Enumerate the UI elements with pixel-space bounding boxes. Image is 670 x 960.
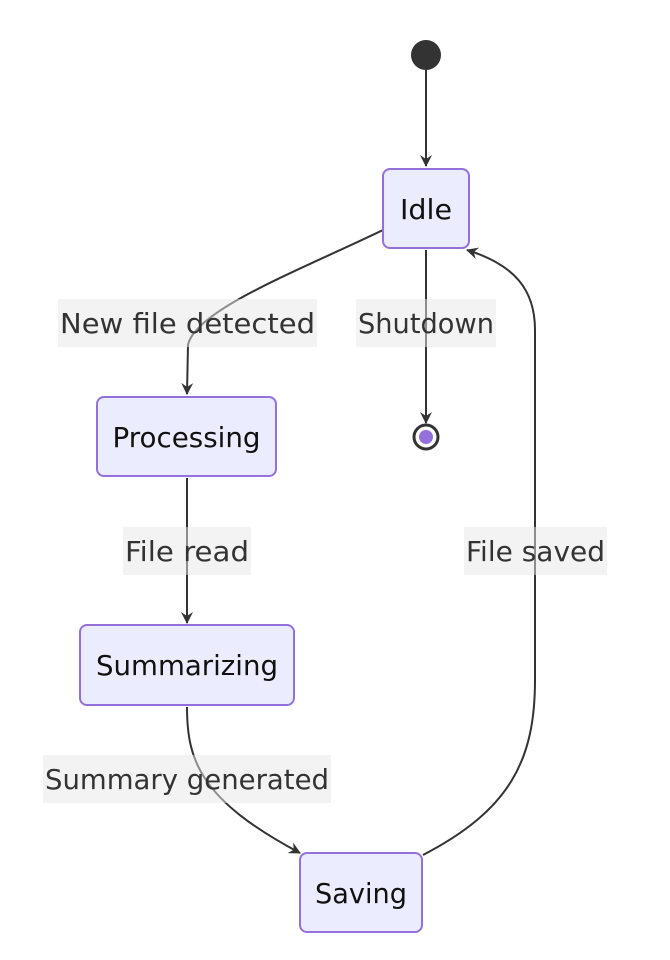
edge-label-file-saved-bg xyxy=(464,527,607,575)
state-saving: Saving xyxy=(299,852,423,933)
edge-label-new-file: New file detected xyxy=(58,299,317,347)
state-processing-box xyxy=(96,396,277,477)
edge-label-new-file-bg xyxy=(58,299,317,347)
edge-label-file-read: File read xyxy=(123,527,251,575)
edge-label-file-read-bg xyxy=(123,527,251,575)
state-summarizing-label: Summarizing xyxy=(96,649,278,682)
edge-label-summary-generated-text: Summary generated xyxy=(45,763,329,796)
start-node xyxy=(411,40,441,70)
state-saving-box xyxy=(299,852,423,933)
state-idle-label: Idle xyxy=(400,193,452,226)
edge-label-file-saved: File saved xyxy=(464,527,607,575)
edge-label-summary-generated-bg xyxy=(43,755,331,803)
state-processing-label: Processing xyxy=(113,421,261,454)
edge-label-new-file-text: New file detected xyxy=(60,307,315,340)
edge-saving-to-idle xyxy=(422,247,536,856)
edge-label-shutdown-text: Shutdown xyxy=(358,307,494,340)
state-idle-box xyxy=(382,168,470,249)
edge-label-shutdown-bg xyxy=(356,299,496,347)
edge-label-shutdown: Shutdown xyxy=(356,299,496,347)
edge-label-file-saved-text: File saved xyxy=(466,535,605,568)
edge-label-summary-generated: Summary generated xyxy=(43,755,331,803)
state-processing: Processing xyxy=(96,396,277,477)
state-summarizing-box xyxy=(79,624,295,706)
end-node-dot xyxy=(419,430,433,444)
state-idle: Idle xyxy=(382,168,470,249)
state-summarizing: Summarizing xyxy=(79,624,295,706)
end-node xyxy=(412,423,440,451)
state-saving-label: Saving xyxy=(315,877,407,910)
edge-label-file-read-text: File read xyxy=(125,535,249,568)
